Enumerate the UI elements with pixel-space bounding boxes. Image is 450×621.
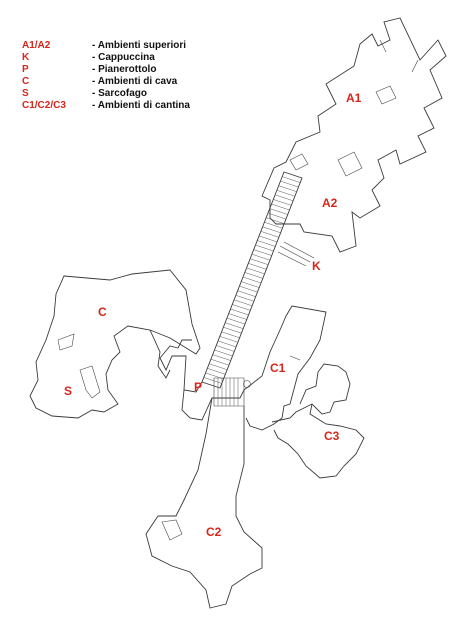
label-a2: A2 (322, 196, 338, 210)
legend-description: - Sarcofago (92, 88, 148, 99)
upper-rooms-outline (261, 17, 447, 253)
label-c3: C3 (324, 429, 340, 443)
legend-code: S (22, 88, 29, 99)
label-c: C (98, 305, 107, 319)
legend-description: - Ambienti di cantina (92, 100, 190, 111)
legend-code: P (22, 64, 29, 75)
label-p: P (194, 380, 202, 394)
legend-row-c1-c2-c3: C1/C2/C3 - Ambienti di cantina (22, 100, 190, 112)
legend-description: - Cappuccina (92, 52, 155, 63)
legend-description: - Ambienti superiori (92, 40, 187, 51)
legend-description: - Ambienti di cava (92, 76, 178, 87)
label-c2: C2 (206, 525, 222, 539)
legend-code: C (22, 76, 30, 87)
legend: A1/A2 - Ambienti superiori K - Cappuccin… (22, 40, 190, 112)
legend-description: - Pianerottolo (92, 64, 157, 75)
cellar-room-c1-outline (243, 305, 327, 431)
cellar-room-c3-outline (271, 363, 365, 479)
quarry-room-c-outline (29, 269, 201, 419)
room-labels: A1 A2 K C S P C1 C3 C2 (64, 91, 362, 539)
label-k: K (312, 259, 321, 273)
legend-code: C1/C2/C3 (22, 100, 66, 111)
cellar-room-c2-outline (145, 397, 263, 609)
label-a1: A1 (346, 91, 362, 105)
legend-code: K (22, 52, 30, 63)
legend-row-p: P - Pianerottolo (22, 64, 190, 76)
legend-row-a1-a2: A1/A2 - Ambienti superiori (22, 40, 190, 52)
staircase (201, 171, 303, 389)
label-c1: C1 (270, 361, 286, 375)
label-s: S (64, 384, 72, 398)
legend-row-k: K - Cappuccina (22, 52, 190, 64)
legend-row-s: S - Sarcofago (22, 88, 190, 100)
cappuccina-k-lines (277, 241, 315, 267)
legend-code: A1/A2 (22, 40, 51, 51)
landing-p-outline (159, 339, 251, 421)
legend-row-c: C - Ambienti di cava (22, 76, 190, 88)
